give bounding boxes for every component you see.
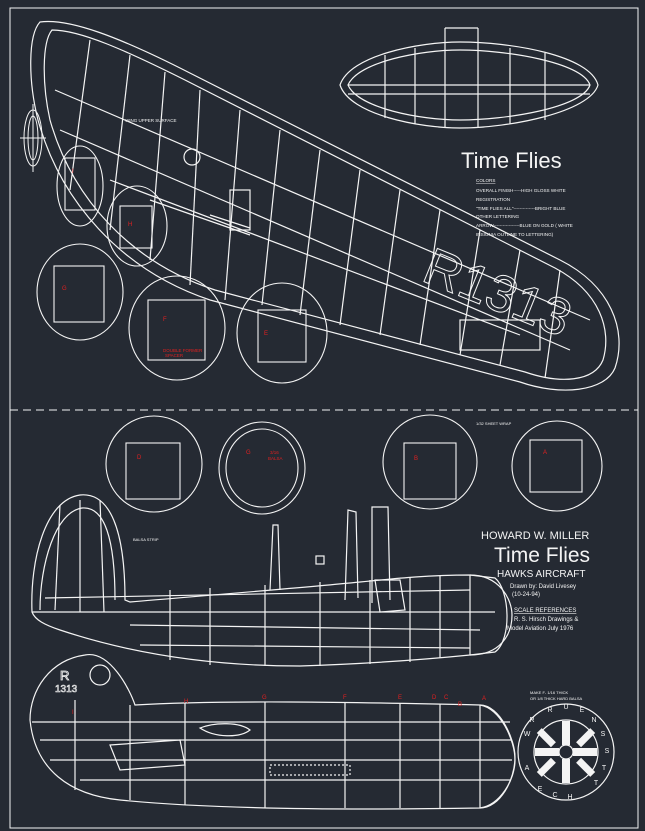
former-label-i: I <box>72 169 74 175</box>
former-label-e: E <box>264 331 268 337</box>
colors-line-2: REGISTRATION <box>476 197 510 202</box>
cowl-letter-7: T <box>602 765 607 772</box>
cowl-letter-14: R <box>529 717 534 724</box>
red-note-double-former: DOUBLE FORMER <box>163 348 203 353</box>
former-thickness: 3/16 <box>270 450 279 455</box>
former-label-d: D <box>137 455 142 461</box>
fuselage-plan-view <box>29 654 516 810</box>
bottom-title: Time Flies <box>494 544 590 567</box>
cowl-letter-6: S <box>605 748 610 755</box>
colors-line-3: "TIME FLIES ALL"--------------BRIGHT BLU… <box>476 206 565 211</box>
cowl-letter-11: C <box>552 792 557 799</box>
drawing-date: (10-24-94) <box>512 592 540 598</box>
scale-ref-1: R. S. Hirsch Drawings & <box>514 617 578 623</box>
cowl-letter-12: H <box>567 794 572 801</box>
cowl-letter-9: W <box>524 731 531 738</box>
cowl-letter-3: E <box>580 707 585 714</box>
make-from-note: MAKE F- 1/16 THICK <box>530 690 568 695</box>
fuselage-side-view <box>31 494 513 667</box>
former-label-f: F <box>163 317 167 323</box>
station-labels: I H G F E D C B A <box>72 695 486 716</box>
make-from-note-2: OR 1/8 THICK HARD BALSA <box>530 696 582 701</box>
station-c: C <box>444 695 449 701</box>
station-e: E <box>398 695 402 701</box>
wing-planform <box>30 20 620 391</box>
fuselage-registration-r: R <box>60 668 69 683</box>
top-title: Time Flies <box>461 148 562 173</box>
colors-heading: COLORS <box>476 178 495 183</box>
drawn-by: Drawn by: David Livesey <box>510 584 576 590</box>
station-d: D <box>432 695 437 701</box>
station-b: B <box>458 702 462 708</box>
cowl-letter-1: R <box>547 707 552 714</box>
colors-line-4: OTHER LETTERING <box>476 214 520 219</box>
wheel-pant-detail <box>20 104 46 172</box>
scale-ref-2: Model Aviation July 1976 <box>507 626 574 632</box>
balsa-strip-note: BALSA STRIP <box>133 537 159 542</box>
station-g: G <box>262 695 267 701</box>
former-label-b: B <box>414 456 418 462</box>
title-block: HOWARD W. MILLER Time Flies HAWKS AIRCRA… <box>481 530 590 632</box>
cowl-letter-10: A <box>525 765 530 772</box>
cowl-letter-8: T <box>594 780 599 787</box>
cowl-letter-13: E <box>538 786 543 793</box>
cowl-lettering: R U E N S S T T W A C H E R <box>524 704 610 801</box>
scale-heading: SCALE REFERENCES <box>514 608 576 614</box>
tailplane <box>339 27 599 129</box>
sheet-wrap-note: 1/32 SHEET WRAP <box>476 421 512 426</box>
former-label-g2: G <box>246 450 251 456</box>
cowl-letter-2: U <box>563 704 568 711</box>
colors-legend: COLORS OVERALL FINISH-----HIGH GLOSS WHI… <box>476 178 573 237</box>
fuselage-registration-number: 1313 <box>55 684 78 695</box>
colors-line-5: ARROW-----------------BLUE ON GOLD ( WHI… <box>476 223 573 228</box>
wing-upper-surface-note: WING UPPER SURFACE <box>125 118 177 123</box>
sheet-border <box>9 7 639 829</box>
colors-line-6: INSIGNIA OUTLINE TO LETTERING) <box>476 232 554 237</box>
cowl-letter-5: S <box>601 731 606 738</box>
former-label-h: H <box>128 222 132 228</box>
station-f: F <box>343 695 347 701</box>
engine-cylinders <box>535 721 597 783</box>
cowl-letter-4: N <box>591 717 596 724</box>
station-h: H <box>184 699 188 705</box>
former-label-g: G <box>62 286 67 292</box>
former-material: BALSA <box>268 456 283 461</box>
formers-top <box>36 145 603 515</box>
manufacturer: HAWKS AIRCRAFT <box>497 569 586 580</box>
station-i: I <box>72 710 74 716</box>
station-a: A <box>482 696 486 702</box>
designer-name: HOWARD W. MILLER <box>481 530 589 542</box>
former-label-a: A <box>543 450 547 456</box>
former-labels: I H G F E D G B A <box>62 169 547 462</box>
red-note-spacer: SPACER <box>165 353 184 358</box>
colors-line-1: OVERALL FINISH-----HIGH GLOSS WHITE <box>476 188 566 193</box>
